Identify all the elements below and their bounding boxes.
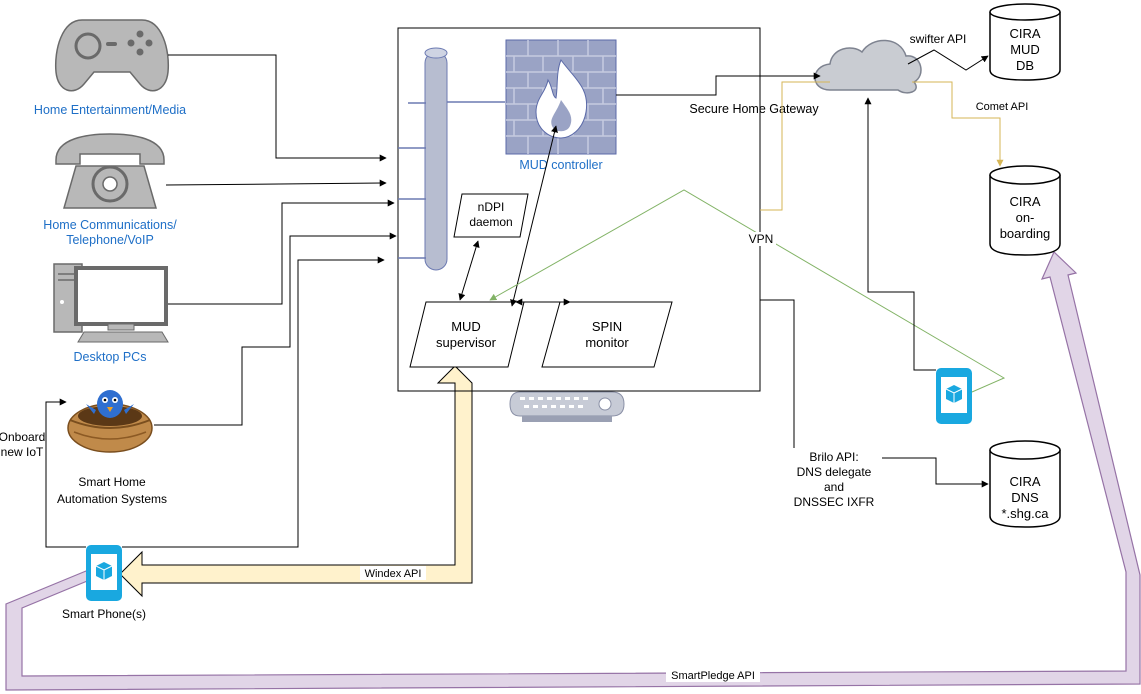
onboarding-line3: boarding xyxy=(1000,226,1051,241)
secure-home-gateway-label: Secure Home Gateway xyxy=(689,102,819,116)
dns-line2: DNS xyxy=(1011,490,1039,505)
swifter-label: swifter API xyxy=(910,32,967,46)
smartpledge-label: SmartPledge API xyxy=(671,670,755,682)
onboard-label-line2: new IoT xyxy=(1,445,44,459)
automation-label-line1: Smart Home xyxy=(78,475,146,489)
telephone-icon xyxy=(55,133,165,209)
mud-supervisor-node: MUD supervisor xyxy=(409,301,525,368)
right-phone-cloud-connector xyxy=(864,97,936,371)
spin-label-line1: SPIN xyxy=(592,319,622,334)
mud-db-line1: CIRA xyxy=(1009,26,1040,41)
cira-dns-db: CIRA DNS *.shg.ca xyxy=(989,440,1061,528)
brilo-label-line4: DNSSEC IXFR xyxy=(794,495,875,509)
bird-nest-icon xyxy=(67,390,153,453)
windex-arrow xyxy=(119,365,473,598)
onboarding-line2: on- xyxy=(1016,210,1035,225)
smartphone-connector xyxy=(122,256,385,548)
cira-onboarding-db: CIRA on- boarding xyxy=(989,165,1061,256)
smartphone-icon xyxy=(86,545,122,601)
brilo-label-line1: Brilo API: xyxy=(809,450,858,464)
gateway-cloud-connector xyxy=(616,72,821,96)
vpn-label-bg xyxy=(746,232,776,246)
communications-connector xyxy=(165,179,387,187)
brilo-label-bg xyxy=(786,448,882,514)
router-icon xyxy=(509,391,625,422)
right-smartphone-icon xyxy=(936,368,972,424)
ndpi-daemon-node: nDPI daemon xyxy=(453,193,529,238)
game-controller-icon xyxy=(54,19,170,92)
windex-label-bg xyxy=(360,566,426,580)
entertainment-label: Home Entertainment/Media xyxy=(34,103,186,117)
windex-label: Windex API xyxy=(365,568,422,580)
supervisor-controller-arrow xyxy=(510,125,558,307)
communications-label-line1: Home Communications/ xyxy=(43,218,177,232)
desktop-connector xyxy=(168,199,395,305)
cloud-icon xyxy=(814,39,922,94)
dns-line3: *.shg.ca xyxy=(1002,506,1050,521)
mud-db-line3: DB xyxy=(1016,58,1034,73)
spin-label-line2: monitor xyxy=(585,335,629,350)
mud-supervisor-label-line1: MUD xyxy=(451,319,481,334)
onboard-label-line1: Onboard xyxy=(0,430,45,444)
brilo-label-line2: DNS delegate xyxy=(797,465,872,479)
network-bus xyxy=(398,47,505,271)
ndpi-supervisor-arrow xyxy=(458,240,480,301)
desktop-label: Desktop PCs xyxy=(74,350,147,364)
mud-controller-label: MUD controller xyxy=(519,158,602,172)
comet-label: Comet API xyxy=(976,101,1029,113)
gateway-comet-connector xyxy=(760,81,830,211)
smartpledge-arrow xyxy=(5,250,1141,691)
spin-monitor-node: SPIN monitor xyxy=(541,301,673,368)
vpn-connector xyxy=(489,189,1006,393)
entertainment-connector xyxy=(168,54,387,162)
mud-supervisor-label-line2: supervisor xyxy=(436,335,497,350)
onboarding-line1: CIRA xyxy=(1009,194,1040,209)
brilo-label-line3: and xyxy=(824,480,844,494)
automation-label-line2: Automation Systems xyxy=(57,492,167,506)
ndpi-label-line1: nDPI xyxy=(478,200,505,214)
swifter-connector xyxy=(907,49,989,71)
firewall-icon xyxy=(505,39,617,155)
communications-label-line2: Telephone/VoIP xyxy=(66,233,154,247)
smartphone-label: Smart Phone(s) xyxy=(62,607,146,621)
automation-connector xyxy=(154,232,397,426)
cira-mud-db: CIRA MUD DB xyxy=(989,3,1061,81)
comet-connector xyxy=(912,81,1004,167)
mud-db-line2: MUD xyxy=(1010,42,1040,57)
onboard-arrow xyxy=(45,398,86,548)
vpn-label: VPN xyxy=(749,232,774,246)
ndpi-label-line2: daemon xyxy=(469,215,512,229)
smartpledge-label-bg xyxy=(666,668,760,682)
desktop-pc-icon xyxy=(53,263,169,343)
dns-line1: CIRA xyxy=(1009,474,1040,489)
